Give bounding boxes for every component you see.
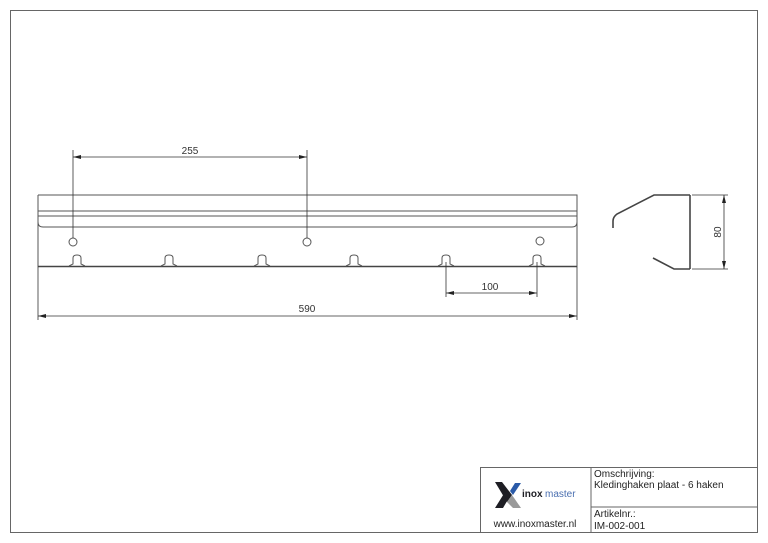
hook <box>160 254 178 267</box>
hook <box>253 254 271 267</box>
hook <box>68 254 86 267</box>
drawing-frame <box>10 10 758 533</box>
side-view-profile <box>612 194 691 270</box>
dimension-label-80: 80 <box>713 226 724 238</box>
dimension-label-255: 255 <box>182 146 199 157</box>
title-block: inox master www.inoxmaster.nl Omschrijvi… <box>480 467 758 533</box>
dimension-hole-spacing: 255 <box>72 146 308 238</box>
dimension-label-590: 590 <box>299 304 316 315</box>
dimension-height: 80 <box>692 194 728 270</box>
website: www.inoxmaster.nl <box>493 519 577 530</box>
logo-text-master: master <box>545 489 576 500</box>
article-value: IM-002-001 <box>594 521 646 532</box>
mounting-hole <box>535 236 545 246</box>
description-label: Omschrijving: <box>594 469 655 480</box>
dimension-hook-spacing: 100 <box>445 262 538 297</box>
front-view-plate <box>37 194 578 268</box>
logo-text-inox: inox <box>522 489 543 500</box>
description-value: Kledinghaken plaat - 6 haken <box>594 480 724 491</box>
mounting-hole <box>68 237 78 247</box>
inoxmaster-logo: inox master <box>495 482 576 508</box>
hook <box>345 254 363 267</box>
dimension-label-100: 100 <box>482 282 499 293</box>
article-label: Artikelnr.: <box>594 509 636 520</box>
hook <box>437 254 455 267</box>
dimension-overall-length: 590 <box>37 268 578 320</box>
mounting-hole <box>302 237 312 247</box>
hook <box>528 254 546 267</box>
